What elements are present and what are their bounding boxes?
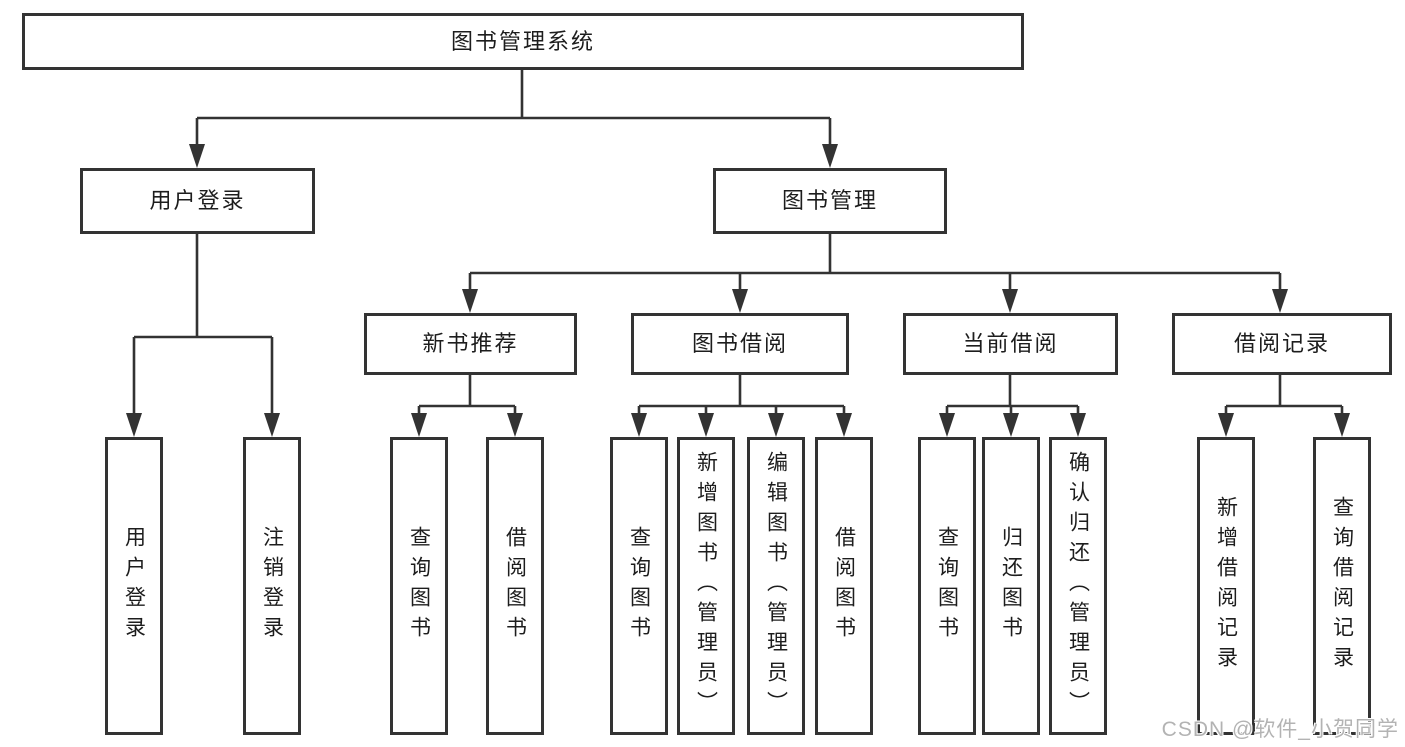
- node-library-management-system: 图书管理系统: [22, 13, 1024, 70]
- node-user-login: 用户登录: [80, 168, 315, 234]
- node-new-book-recommendation: 新书推荐: [364, 313, 577, 375]
- node-borrowing-records: 借阅记录: [1172, 313, 1392, 375]
- leaf-logout-login: 注销登录: [243, 437, 301, 735]
- leaf-query-books-current: 查询图书: [918, 437, 976, 735]
- leaf-user-login: 用户登录: [105, 437, 163, 735]
- leaf-query-books-recommend: 查询图书: [390, 437, 448, 735]
- leaf-edit-books-admin: 编辑图书（管理员）: [747, 437, 805, 735]
- leaf-add-books-admin: 新增图书（管理员）: [677, 437, 735, 735]
- leaf-confirm-return-admin: 确认归还（管理员）: [1049, 437, 1107, 735]
- leaf-query-borrow-record: 查询借阅记录: [1313, 437, 1371, 735]
- leaf-borrow-books: 借阅图书: [815, 437, 873, 735]
- leaf-borrow-books-recommend: 借阅图书: [486, 437, 544, 735]
- leaf-add-borrow-record: 新增借阅记录: [1197, 437, 1255, 735]
- node-current-borrowing: 当前借阅: [903, 313, 1118, 375]
- csdn-watermark: CSDN @软件_小贺同学: [1161, 718, 1399, 741]
- leaf-query-books-borrow: 查询图书: [610, 437, 668, 735]
- node-book-borrowing: 图书借阅: [631, 313, 849, 375]
- node-book-management: 图书管理: [713, 168, 947, 234]
- leaf-return-books: 归还图书: [982, 437, 1040, 735]
